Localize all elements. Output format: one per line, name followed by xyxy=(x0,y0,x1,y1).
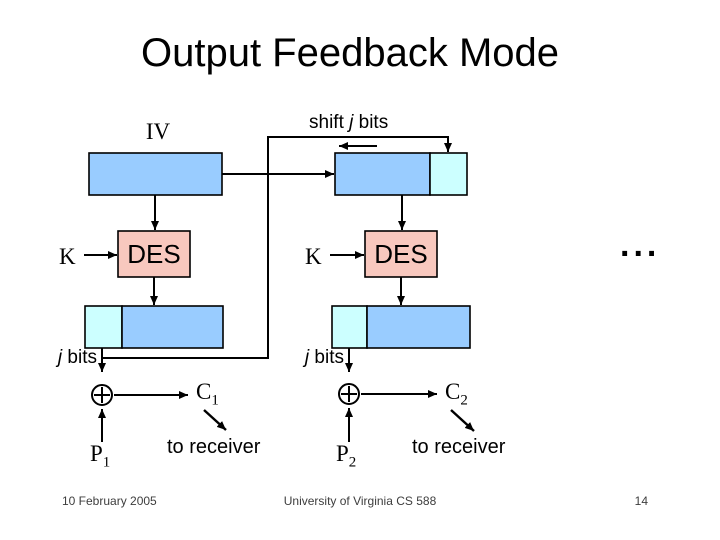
plaintext2-label: P2 xyxy=(336,441,357,471)
stage2-des-label: DES xyxy=(374,239,428,269)
stage2-register-cyan-segment xyxy=(429,152,468,196)
c1-to-receiver-arrow xyxy=(203,409,227,431)
stage1-output-cyan-segment xyxy=(84,305,123,349)
c2-to-receiver-arrow xyxy=(450,409,475,432)
stage1-des-label: DES xyxy=(127,239,181,269)
to-receiver1-label: to receiver xyxy=(167,436,261,458)
stage2-key-label: K xyxy=(305,244,322,269)
stage2-register-blue-segment xyxy=(334,152,431,196)
stage2-jbits-label: j bits xyxy=(304,347,344,368)
ciphertext2-label: C2 xyxy=(445,379,468,409)
shift-j-bits-label: shift j bits xyxy=(309,112,389,133)
slide-title: Output Feedback Mode xyxy=(140,31,560,75)
stage1-key-label: K xyxy=(59,244,76,269)
iv-label: IV xyxy=(145,119,171,144)
footer-page-number: 14 xyxy=(634,494,648,508)
continuation-ellipsis: ... xyxy=(620,226,661,264)
iv-register-box xyxy=(88,152,223,196)
stage1-jbits-label: j bits xyxy=(57,347,97,368)
jbits-feedback-path-arrow xyxy=(103,136,452,359)
plaintext1-label: P1 xyxy=(90,441,111,471)
stage2-output-blue-segment xyxy=(366,305,471,349)
stage2-output-cyan-segment xyxy=(331,305,368,349)
to-receiver2-label: to receiver xyxy=(412,436,506,458)
footer-course: University of Virginia CS 588 xyxy=(283,494,437,508)
stage1-output-blue-segment xyxy=(121,305,224,349)
ciphertext1-label: C1 xyxy=(196,379,219,409)
footer-date: 10 February 2005 xyxy=(62,494,157,508)
xor1-icon xyxy=(91,384,113,406)
stage1-des-box xyxy=(117,230,191,278)
xor2-icon xyxy=(338,383,360,405)
